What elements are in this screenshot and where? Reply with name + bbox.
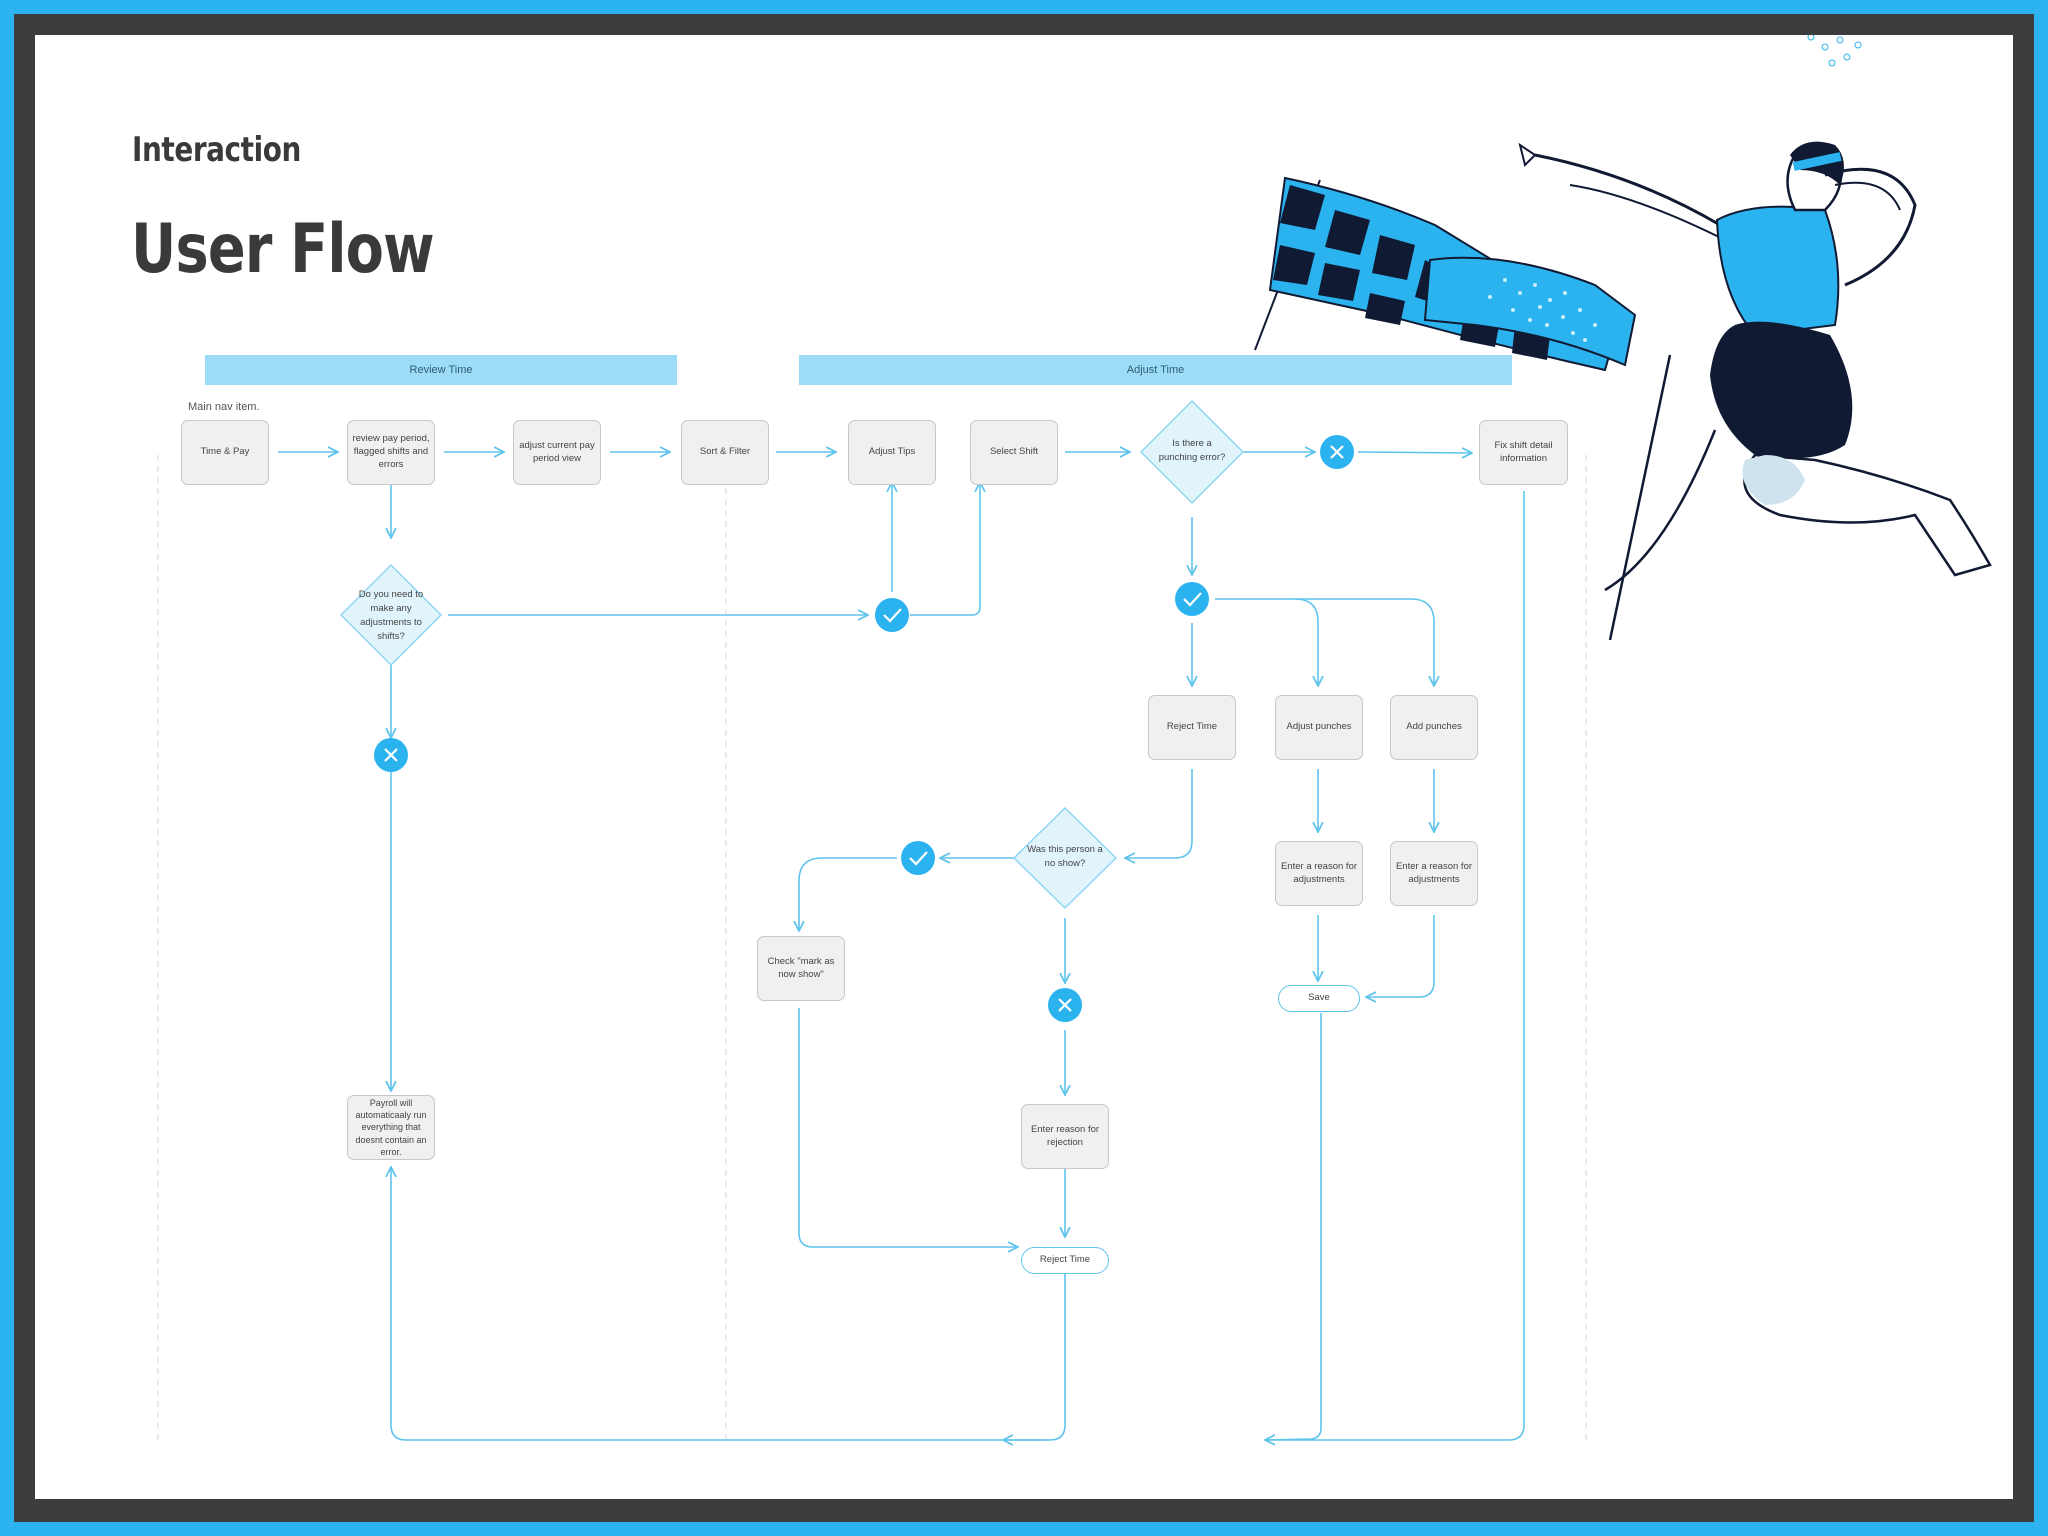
flying-person-illustration — [1254, 35, 1992, 641]
decision-punching-error-shape — [1139, 399, 1245, 505]
terminal-reject-time: Reject Time — [1021, 1247, 1109, 1274]
node-enter-reason-rejection: Enter reason for rejection — [1021, 1104, 1109, 1169]
x-circle-icon — [1320, 435, 1354, 469]
node-adjust-punches: Adjust punches — [1275, 695, 1363, 760]
node-enter-reason-adjustments-1: Enter a reason for adjustments — [1275, 841, 1363, 906]
check-circle-icon — [875, 598, 909, 632]
slide-canvas: Interaction User Flow Review Time Adjust… — [35, 35, 2013, 1499]
node-add-punches: Add punches — [1390, 695, 1478, 760]
x-circle-icon — [1048, 988, 1082, 1022]
main-nav-annotation: Main nav item. — [188, 401, 260, 413]
node-time-pay: Time & Pay — [181, 420, 269, 485]
node-adjust-tips: Adjust Tips — [848, 420, 936, 485]
node-payroll-auto: Payroll will automaticaaly run everythin… — [347, 1095, 435, 1160]
lane-review-time: Review Time — [205, 355, 677, 385]
x-circle-icon — [374, 738, 408, 772]
check-circle-icon — [1175, 582, 1209, 616]
node-fix-shift-detail: Fix shift detail information — [1479, 420, 1568, 485]
decision-adjust-shifts: Do you need to make any adjustments to s… — [358, 588, 424, 643]
decision-no-show-shape — [1012, 806, 1118, 910]
node-select-shift: Select Shift — [970, 420, 1058, 485]
node-enter-reason-adjustments-2: Enter a reason for adjustments — [1390, 841, 1478, 906]
terminal-save: Save — [1278, 985, 1360, 1012]
decision-adjust-shifts-shape — [339, 563, 443, 667]
node-sort-filter: Sort & Filter — [681, 420, 769, 485]
lane-adjust-time: Adjust Time — [799, 355, 1512, 385]
page-title: User Flow — [131, 210, 435, 289]
node-reject-time: Reject Time — [1148, 695, 1236, 760]
check-circle-icon — [901, 841, 935, 875]
decision-shapes — [339, 399, 1245, 910]
section-eyebrow: Interaction — [132, 130, 301, 170]
node-adjust-current-pay: adjust current pay period view — [513, 420, 601, 485]
node-review-pay-period: review pay period, flagged shifts and er… — [347, 420, 435, 485]
decision-punching-error: Is there a punching error? — [1158, 437, 1226, 463]
decision-no-show: Was this person a no show? — [1027, 843, 1103, 869]
node-check-no-show: Check "mark as now show" — [757, 936, 845, 1001]
flow-connectors — [157, 35, 1587, 1499]
